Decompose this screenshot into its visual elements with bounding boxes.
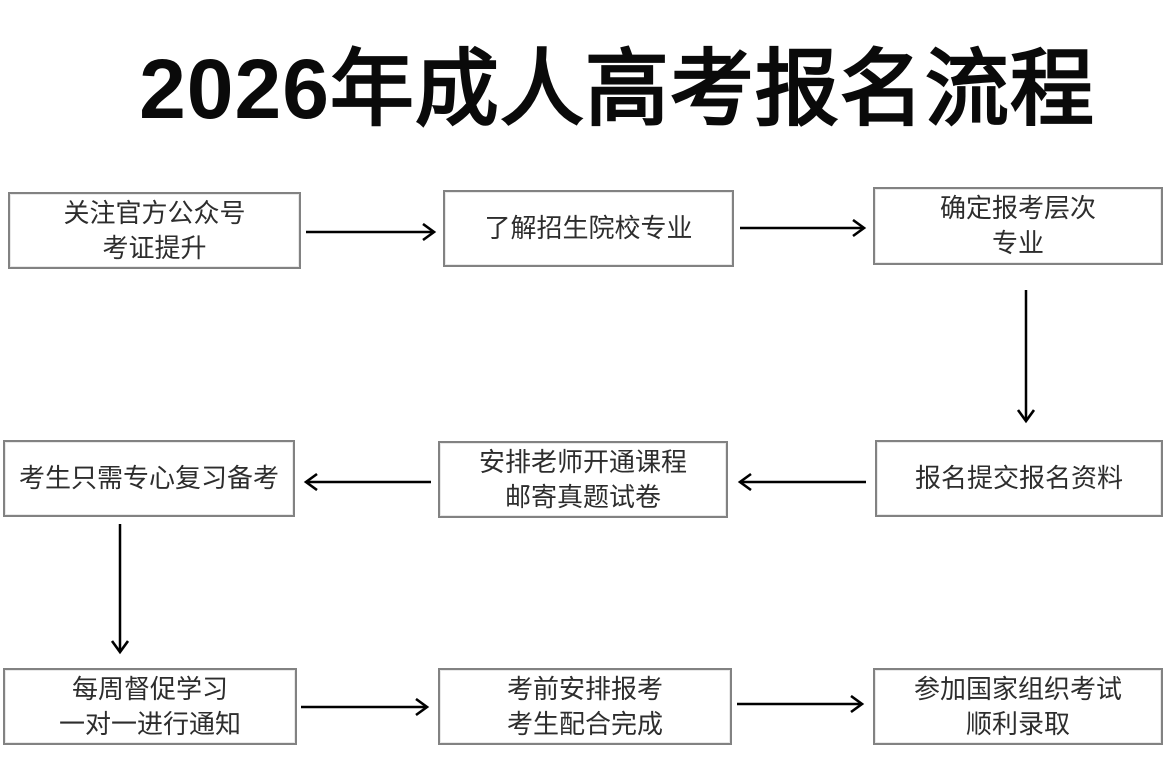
flow-step-text: 确定报考层次 [939, 193, 1096, 223]
flow-step-text: 关注官方公众号 [63, 197, 246, 228]
flow-step-take-exam-admission: 参加国家组织考试 顺利录取 [873, 668, 1163, 745]
flow-step-text: 考生只需专心复习备考 [18, 463, 279, 493]
flow-step-submit-registration: 报名提交报名资料 [875, 440, 1163, 517]
flow-step-text: 每周督促学习 [71, 673, 228, 704]
flow-step-text: 专业 [991, 228, 1044, 258]
flow-step-text: 一对一进行通知 [58, 708, 241, 739]
flow-step-text: 考生配合完成 [506, 708, 663, 739]
flow-step-text: 考前安排报考 [506, 673, 663, 704]
flow-step-text: 顺利录取 [965, 708, 1070, 739]
page-title: 2026年成人高考报名流程 [139, 42, 1095, 136]
flow-step-text: 安排老师开通课程 [478, 446, 687, 477]
flow-step-text: 了解招生院校专业 [484, 213, 693, 243]
flow-step-focus-on-review: 考生只需专心复习备考 [3, 440, 295, 517]
flow-step-text: 参加国家组织考试 [913, 673, 1122, 704]
flow-step-confirm-level-major: 确定报考层次 专业 [873, 187, 1163, 265]
flow-step-learn-schools-majors: 了解招生院校专业 [443, 190, 734, 267]
flow-step-teacher-opens-course: 安排老师开通课程 邮寄真题试卷 [438, 441, 728, 518]
flow-step-pre-exam-arrangement: 考前安排报考 考生配合完成 [438, 668, 732, 745]
flow-step-weekly-study-supervision: 每周督促学习 一对一进行通知 [3, 668, 297, 745]
flow-step-follow-official-account: 关注官方公众号 考证提升 [8, 192, 301, 269]
flow-step-text: 考证提升 [102, 232, 207, 263]
flow-step-text: 邮寄真题试卷 [504, 481, 661, 512]
flow-step-text: 报名提交报名资料 [914, 463, 1123, 493]
